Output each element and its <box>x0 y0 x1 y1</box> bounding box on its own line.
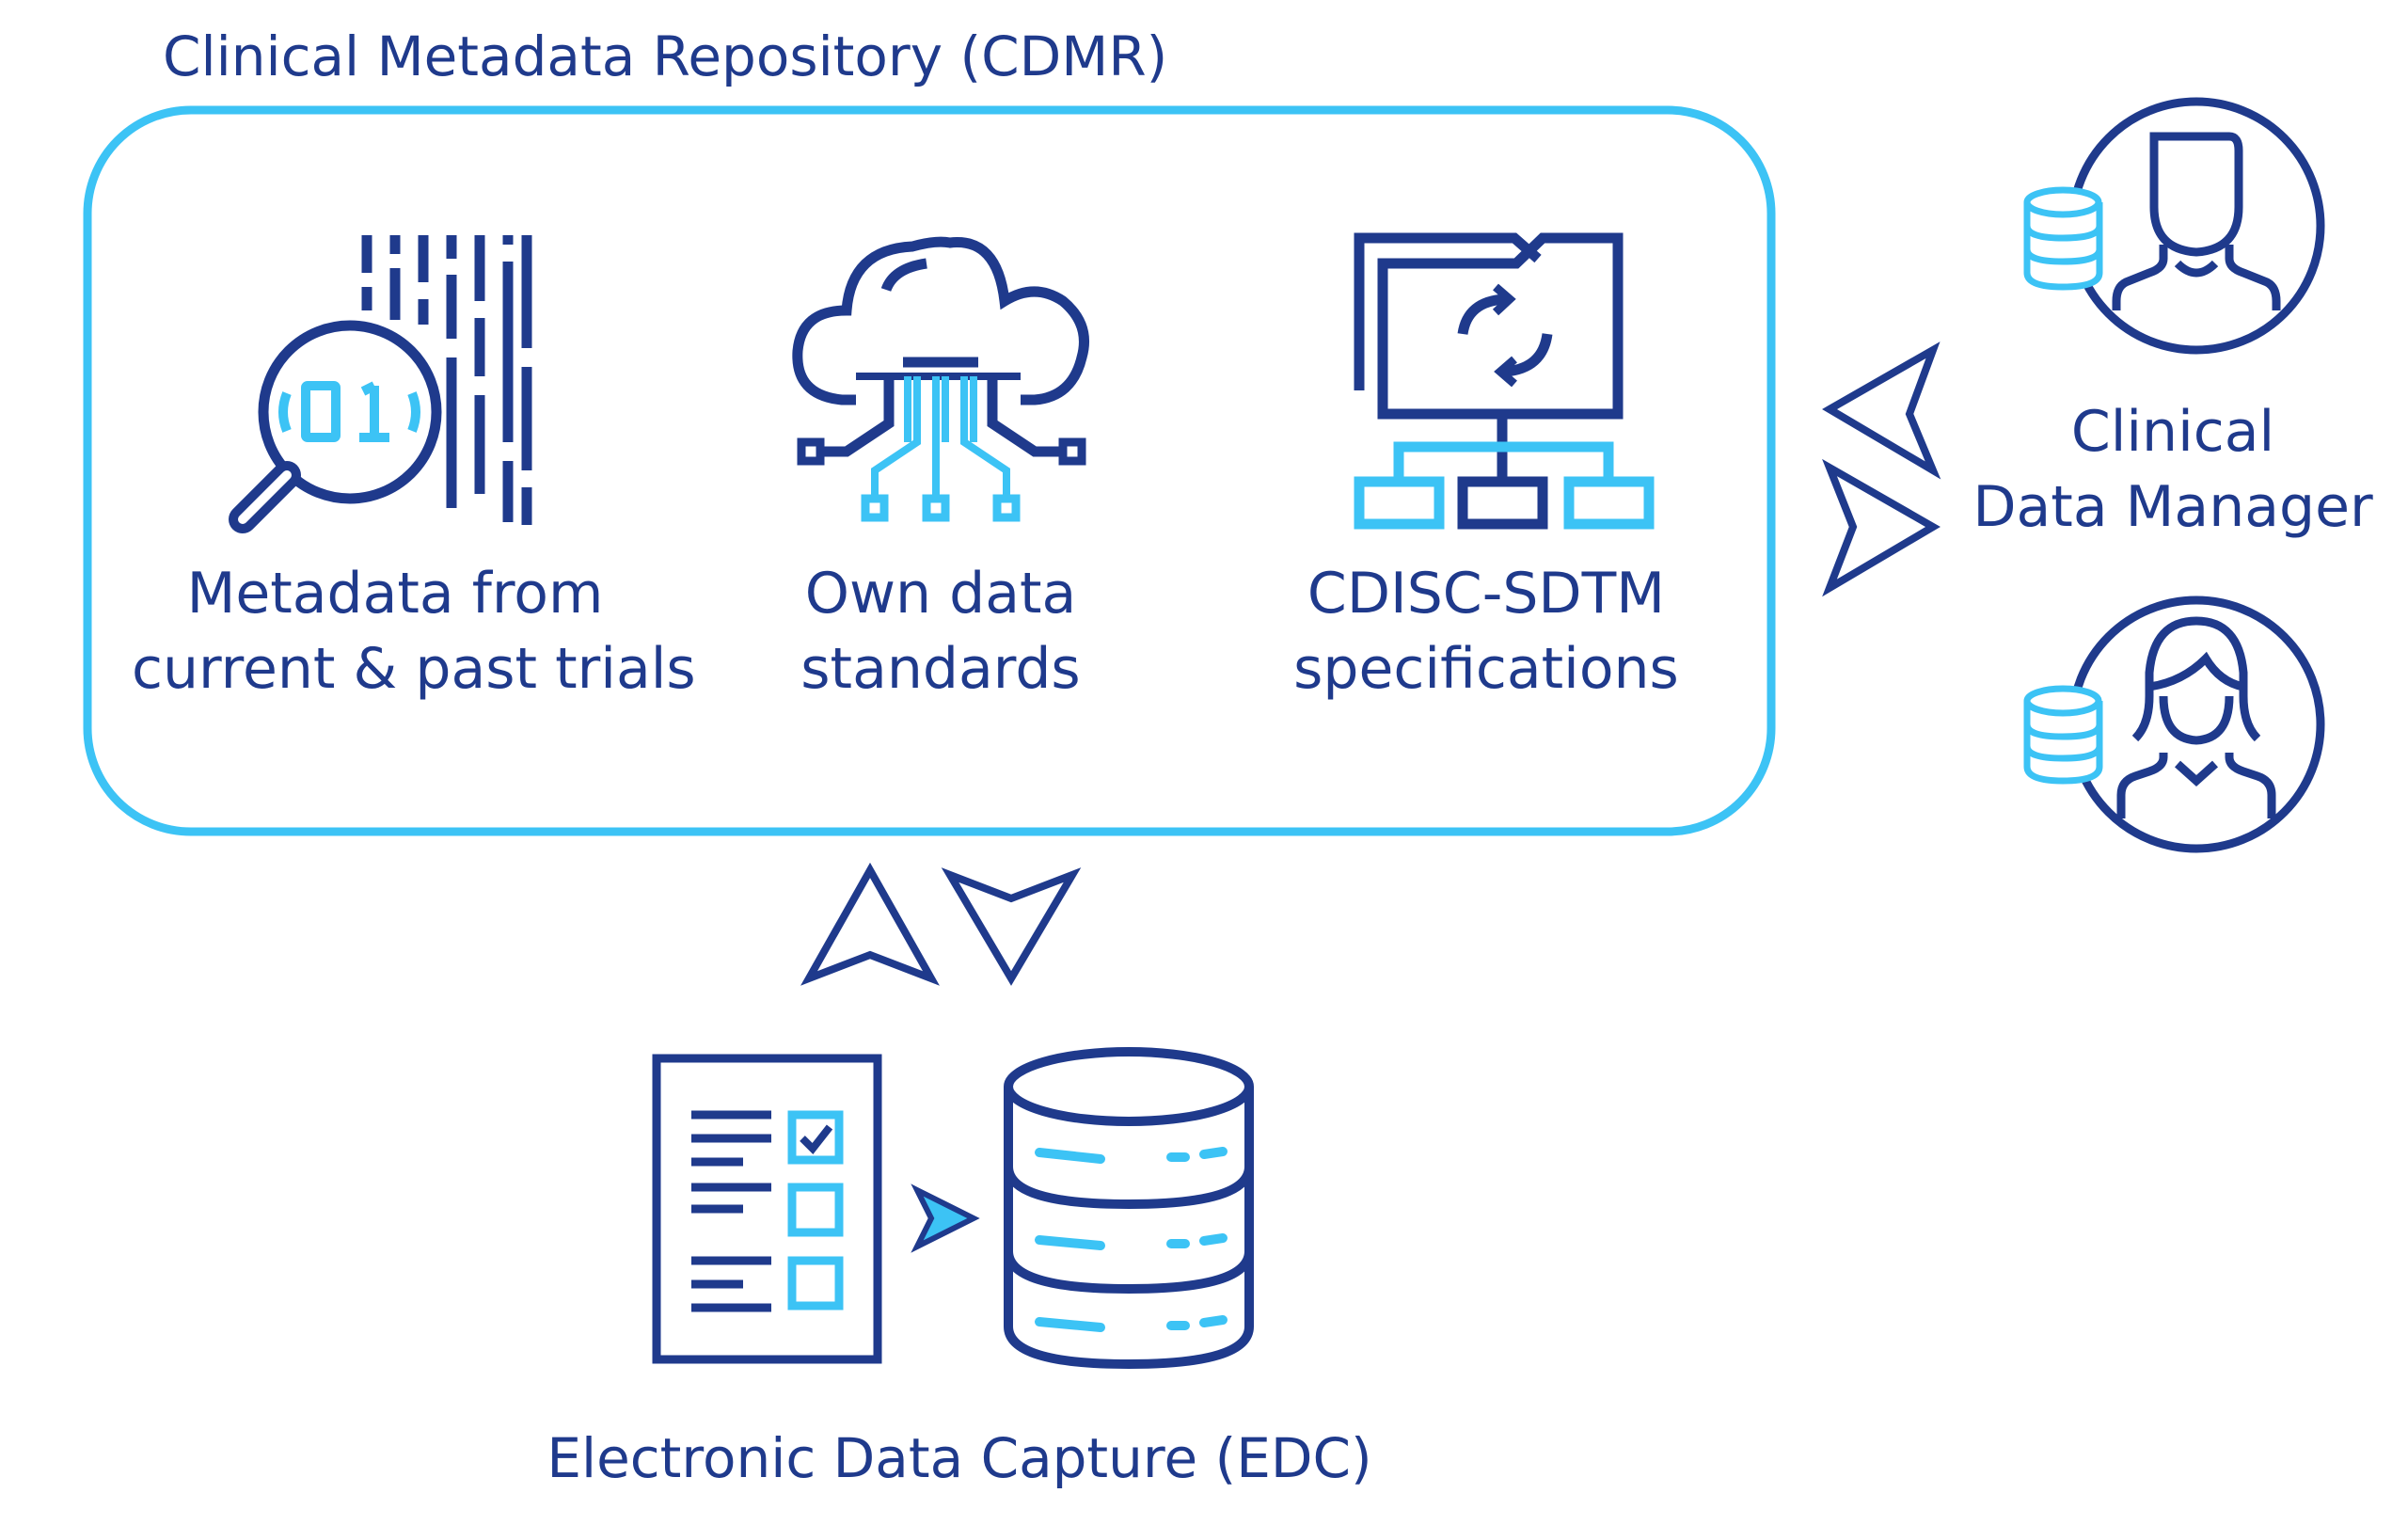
diagram-title: Clinical Metadata Repository (CDMR) <box>163 24 1168 88</box>
edc-caption: Electronic Data Capture (EDC) <box>547 1426 1372 1490</box>
female-user-icon <box>2067 596 2325 853</box>
database-icon-2 <box>2023 685 2103 785</box>
monitor-sync-hierarchy-icon <box>1354 232 1655 530</box>
database-icon <box>2023 186 2103 291</box>
arrow-up-icon <box>800 862 940 986</box>
arrow-left-icon <box>1822 342 1941 480</box>
cdmr-frame <box>83 105 1776 836</box>
source-caption-cdisc: CDISC-SDTM specifications <box>1293 561 1679 702</box>
source-caption-metadata: Metadata from current & past trials <box>132 561 696 702</box>
arrow-down-icon <box>941 867 1082 986</box>
arrow-right-small-icon <box>911 1183 980 1253</box>
arrow-right-icon <box>1822 458 1941 597</box>
male-user-icon <box>2067 97 2325 355</box>
database-server-icon <box>1004 1047 1254 1370</box>
magnifier-binary-icon <box>229 235 532 533</box>
source-caption-standards: Own data standards <box>800 561 1081 702</box>
manager-caption: Clinical Data Manager <box>1972 399 2373 540</box>
checklist-form-icon <box>652 1054 882 1364</box>
cloud-network-icon <box>792 236 1089 522</box>
